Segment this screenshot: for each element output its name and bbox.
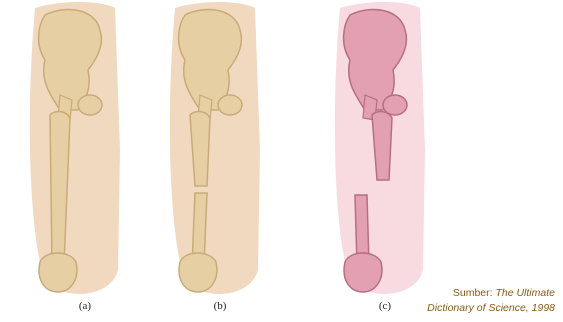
source-credit: Sumber: The Ultimate Dictionary of Scien…: [427, 286, 555, 316]
credit-source-title-1: The Ultimate: [495, 287, 555, 299]
credit-prefix: Sumber:: [453, 287, 493, 299]
femur-displaced-illustration: [300, 0, 470, 300]
credit-line-1: Sumber: The Ultimate: [427, 286, 555, 301]
femur-fractured-illustration: [135, 0, 305, 300]
credit-line-2: Dictionary of Science, 1998: [427, 301, 555, 316]
panel-c: (c): [300, 0, 470, 322]
panel-b-label: (b): [135, 300, 305, 312]
panel-b: (b): [135, 0, 305, 322]
credit-source-title-2: Dictionary of Science, 1998: [427, 302, 555, 314]
